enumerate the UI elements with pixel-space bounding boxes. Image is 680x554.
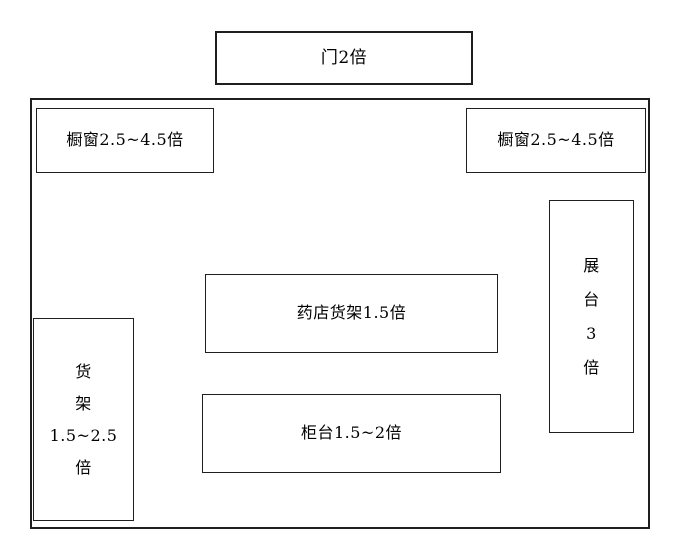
pharmacy-shelf-box: 药店货架1.5倍	[205, 274, 498, 353]
display-window-left-label: 橱窗2.5~4.5倍	[66, 130, 184, 150]
door-label: 门2倍	[320, 47, 368, 68]
shelf-label: 货 架 1.5~2.5 倍	[49, 361, 118, 477]
shelf-box: 货 架 1.5~2.5 倍	[33, 318, 134, 521]
display-stand-box: 展 台 3 倍	[549, 200, 634, 433]
display-stand-label: 展 台 3 倍	[583, 255, 600, 377]
counter-box: 柜台1.5~2倍	[202, 394, 501, 473]
display-window-left-box: 橱窗2.5~4.5倍	[36, 108, 214, 173]
display-window-right-label: 橱窗2.5~4.5倍	[497, 130, 615, 150]
counter-label: 柜台1.5~2倍	[300, 423, 403, 443]
pharmacy-shelf-label: 药店货架1.5倍	[296, 303, 407, 323]
display-window-right-box: 橱窗2.5~4.5倍	[466, 108, 646, 173]
door-box: 门2倍	[215, 31, 473, 85]
